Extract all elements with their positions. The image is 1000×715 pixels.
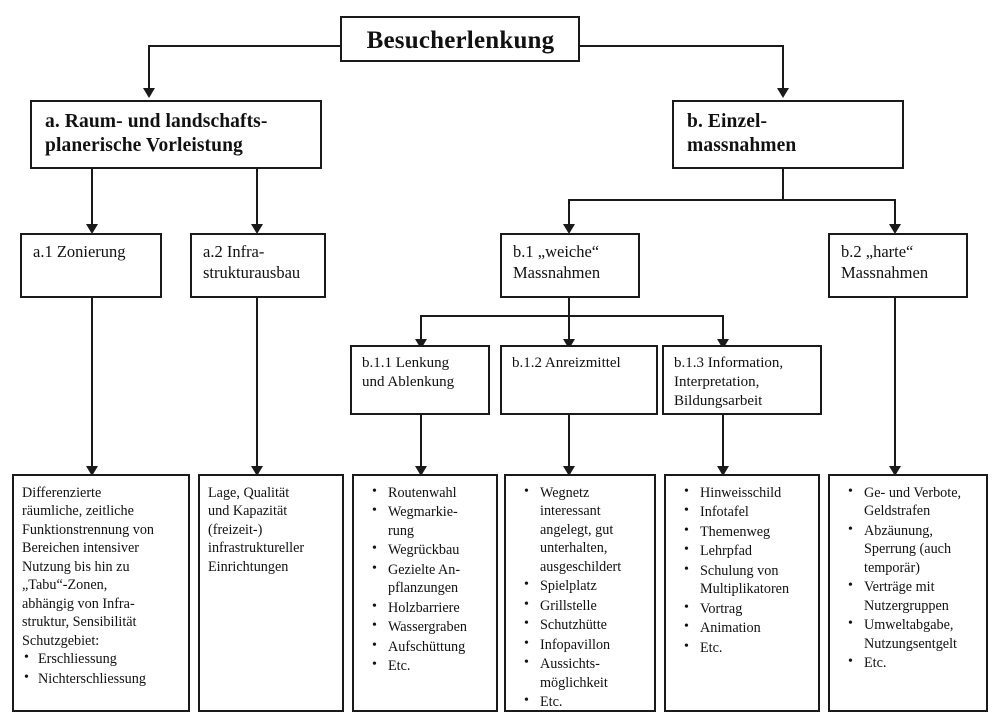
list-item: Infotafel bbox=[682, 502, 812, 521]
node-b2-label: b.2 „harte“ Massnahmen bbox=[841, 242, 929, 282]
node-a2-infrastrukturausbau[interactable]: a.2 Infra- strukturausbau bbox=[190, 233, 326, 298]
list-item: Vortrag bbox=[682, 599, 812, 618]
list-item: Grillstelle bbox=[522, 596, 648, 615]
node-b12-label: b.1.2 Anreizmittel bbox=[512, 355, 621, 371]
arrowhead-a1-to-leaf bbox=[86, 466, 98, 476]
list-item: Etc. bbox=[522, 692, 648, 710]
leaf-node-a2-details[interactable]: Lage, Qualität und Kapazität (freizeit-)… bbox=[198, 474, 344, 712]
connector-b-to-b1-vertical bbox=[568, 199, 570, 228]
list-item: Routenwahl bbox=[370, 483, 490, 502]
list-item: Etc. bbox=[370, 656, 490, 675]
arrowhead-root-to-b bbox=[777, 88, 789, 98]
connector-root-to-a-vertical bbox=[148, 45, 150, 92]
node-b-label: b. Einzel- massnahmen bbox=[687, 111, 797, 156]
leaf-b11-bullet-list: RoutenwahlWegmarkie- rungWegrückbauGezie… bbox=[370, 483, 490, 676]
arrowhead-b13-to-leaf bbox=[717, 466, 729, 476]
list-item: Aussichts- möglichkeit bbox=[522, 654, 648, 692]
list-item: Ge- und Verbote, Geldstrafen bbox=[846, 483, 980, 521]
arrowhead-b1-to-b12 bbox=[563, 339, 575, 349]
list-item: Holzbarriere bbox=[370, 598, 490, 617]
connector-a2-to-leaf-vertical bbox=[256, 298, 258, 470]
list-item: Verträge mit Nutzergruppen bbox=[846, 577, 980, 615]
node-a1-zonierung[interactable]: a.1 Zonierung bbox=[20, 233, 162, 298]
connector-b-bus-horizontal bbox=[568, 199, 896, 201]
arrowhead-a2-to-leaf bbox=[251, 466, 263, 476]
connector-b2-to-leaf-vertical bbox=[894, 298, 896, 470]
list-item: Themenweg bbox=[682, 522, 812, 541]
list-item: Wegrückbau bbox=[370, 540, 490, 559]
leaf-node-b11-details[interactable]: RoutenwahlWegmarkie- rungWegrückbauGezie… bbox=[352, 474, 498, 712]
arrowhead-root-to-a bbox=[143, 88, 155, 98]
connector-root-right-horizontal bbox=[580, 45, 784, 47]
node-root-label: Besucherlenkung bbox=[366, 27, 555, 54]
connector-root-to-b-vertical bbox=[782, 45, 784, 92]
node-a-label: a. Raum- und landschafts- planerische Vo… bbox=[45, 111, 268, 156]
arrowhead-b1-to-b13 bbox=[717, 339, 729, 349]
list-item: Gezielte An- pflanzungen bbox=[370, 560, 490, 598]
list-item: Wassergraben bbox=[370, 617, 490, 636]
list-item: Umweltabgabe, Nutzungsentgelt bbox=[846, 615, 980, 653]
arrowhead-b11-to-leaf bbox=[415, 466, 427, 476]
list-item: Erschliessung bbox=[22, 649, 182, 668]
list-item: Nichterschliessung bbox=[22, 669, 182, 688]
list-item: Etc. bbox=[846, 653, 980, 672]
connector-a-to-a2-vertical bbox=[256, 169, 258, 228]
leaf-node-a1-details[interactable]: Differenzierte räumliche, zeitliche Funk… bbox=[12, 474, 190, 712]
node-b12-anreizmittel[interactable]: b.1.2 Anreizmittel bbox=[500, 345, 658, 415]
node-b1-weiche-massnahmen[interactable]: b.1 „weiche“ Massnahmen bbox=[500, 233, 640, 298]
connector-b1-to-b13-vertical bbox=[722, 315, 724, 343]
connector-b1-stem-vertical bbox=[568, 298, 570, 345]
connector-b13-to-leaf-vertical bbox=[722, 415, 724, 470]
node-root-besucherlenkung[interactable]: Besucherlenkung bbox=[340, 16, 580, 62]
connector-root-left-horizontal bbox=[148, 45, 340, 47]
arrowhead-a-to-a1 bbox=[86, 224, 98, 234]
leaf-a2-paragraph: Lage, Qualität und Kapazität (freizeit-)… bbox=[208, 485, 305, 575]
node-b13-label: b.1.3 Information, Interpretation, Bildu… bbox=[674, 355, 784, 409]
arrowhead-b12-to-leaf bbox=[563, 466, 575, 476]
list-item: Spielplatz bbox=[522, 576, 648, 595]
connector-b1-bus-horizontal bbox=[420, 315, 724, 317]
node-b11-label: b.1.1 Lenkung und Ablenkung bbox=[362, 355, 455, 390]
list-item: Aufschüttung bbox=[370, 637, 490, 656]
arrowhead-a-to-a2 bbox=[251, 224, 263, 234]
leaf-a1-bullet-list: ErschliessungNichterschliessung bbox=[22, 649, 182, 688]
connector-a1-to-leaf-vertical bbox=[91, 298, 93, 470]
leaf-node-b12-details[interactable]: Wegnetz interessant angelegt, gut unterh… bbox=[504, 474, 656, 712]
list-item: Abzäunung, Sperrung (auch temporär) bbox=[846, 521, 980, 577]
leaf-node-b13-details[interactable]: HinweisschildInfotafelThemenwegLehrpfadS… bbox=[664, 474, 820, 712]
connector-b11-to-leaf-vertical bbox=[420, 415, 422, 470]
list-item: Wegmarkie- rung bbox=[370, 502, 490, 540]
node-a-raum-landschaftsplanerische-vorleistung[interactable]: a. Raum- und landschafts- planerische Vo… bbox=[30, 100, 322, 169]
connector-b12-to-leaf-vertical bbox=[568, 415, 570, 470]
node-a1-label: a.1 Zonierung bbox=[33, 242, 126, 261]
list-item: Animation bbox=[682, 618, 812, 637]
node-b-einzelmassnahmen[interactable]: b. Einzel- massnahmen bbox=[672, 100, 904, 169]
leaf-b13-bullet-list: HinweisschildInfotafelThemenwegLehrpfadS… bbox=[682, 483, 812, 657]
leaf-b12-bullet-list: Wegnetz interessant angelegt, gut unterh… bbox=[522, 483, 648, 710]
list-item: Schutzhütte bbox=[522, 615, 648, 634]
list-item: Wegnetz interessant angelegt, gut unterh… bbox=[522, 483, 648, 576]
node-b11-lenkung-und-ablenkung[interactable]: b.1.1 Lenkung und Ablenkung bbox=[350, 345, 490, 415]
connector-b1-to-b11-vertical bbox=[420, 315, 422, 343]
connector-b-stem-vertical bbox=[782, 169, 784, 201]
leaf-node-b2-details[interactable]: Ge- und Verbote, GeldstrafenAbzäunung, S… bbox=[828, 474, 988, 712]
list-item: Lehrpfad bbox=[682, 541, 812, 560]
connector-b-to-b2-vertical bbox=[894, 199, 896, 228]
list-item: Etc. bbox=[682, 638, 812, 657]
node-b1-label: b.1 „weiche“ Massnahmen bbox=[513, 242, 601, 282]
connector-a-to-a1-vertical bbox=[91, 169, 93, 228]
list-item: Schulung von Multiplikatoren bbox=[682, 561, 812, 599]
leaf-b2-bullet-list: Ge- und Verbote, GeldstrafenAbzäunung, S… bbox=[846, 483, 980, 673]
list-item: Infopavillon bbox=[522, 635, 648, 654]
arrowhead-b-to-b2 bbox=[889, 224, 901, 234]
node-a2-label: a.2 Infra- strukturausbau bbox=[203, 242, 301, 282]
node-b2-harte-massnahmen[interactable]: b.2 „harte“ Massnahmen bbox=[828, 233, 968, 298]
arrowhead-b1-to-b11 bbox=[415, 339, 427, 349]
arrowhead-b2-to-leaf bbox=[889, 466, 901, 476]
arrowhead-b-to-b1 bbox=[563, 224, 575, 234]
leaf-a1-paragraph: Differenzierte räumliche, zeitliche Funk… bbox=[22, 485, 155, 649]
node-b13-information-interpretation-bildungsarbeit[interactable]: b.1.3 Information, Interpretation, Bildu… bbox=[662, 345, 822, 415]
list-item: Hinweisschild bbox=[682, 483, 812, 502]
